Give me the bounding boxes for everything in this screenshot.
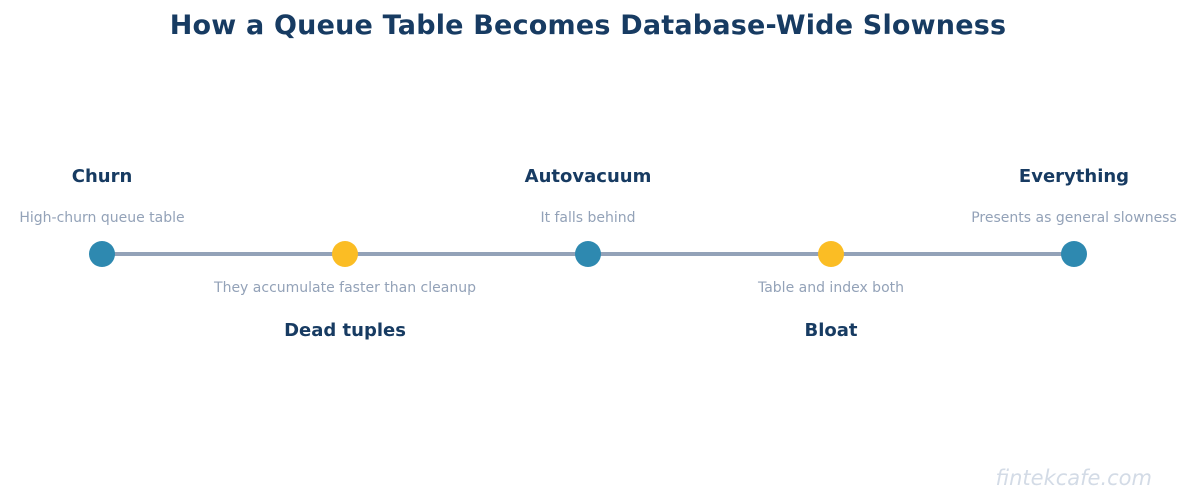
step-description-bloat: Table and index both bbox=[757, 280, 904, 296]
step-label-everything: Everything bbox=[1018, 166, 1130, 187]
timeline-node-autovacuum bbox=[575, 241, 601, 267]
step-label-churn: Churn bbox=[71, 166, 133, 187]
step-label-dead-tuples: Dead tuples bbox=[284, 320, 406, 341]
timeline-node-bloat bbox=[818, 241, 844, 267]
step-description-dead-tuples: They accumulate faster than cleanup bbox=[214, 280, 476, 296]
timeline-node-everything bbox=[1061, 241, 1087, 267]
step-description-everything: Presents as general slowness bbox=[971, 210, 1177, 226]
timeline-node-churn bbox=[89, 241, 115, 267]
timeline-node-dead-tuples bbox=[332, 241, 358, 267]
step-description-autovacuum: It falls behind bbox=[540, 210, 636, 226]
watermark: fintekcafe.com bbox=[995, 466, 1152, 490]
step-label-bloat: Bloat bbox=[804, 320, 858, 341]
step-description-churn: High-churn queue table bbox=[19, 210, 185, 226]
page-title: How a Queue Table Becomes Database-Wide … bbox=[169, 10, 1007, 41]
step-label-autovacuum: Autovacuum bbox=[524, 166, 652, 187]
